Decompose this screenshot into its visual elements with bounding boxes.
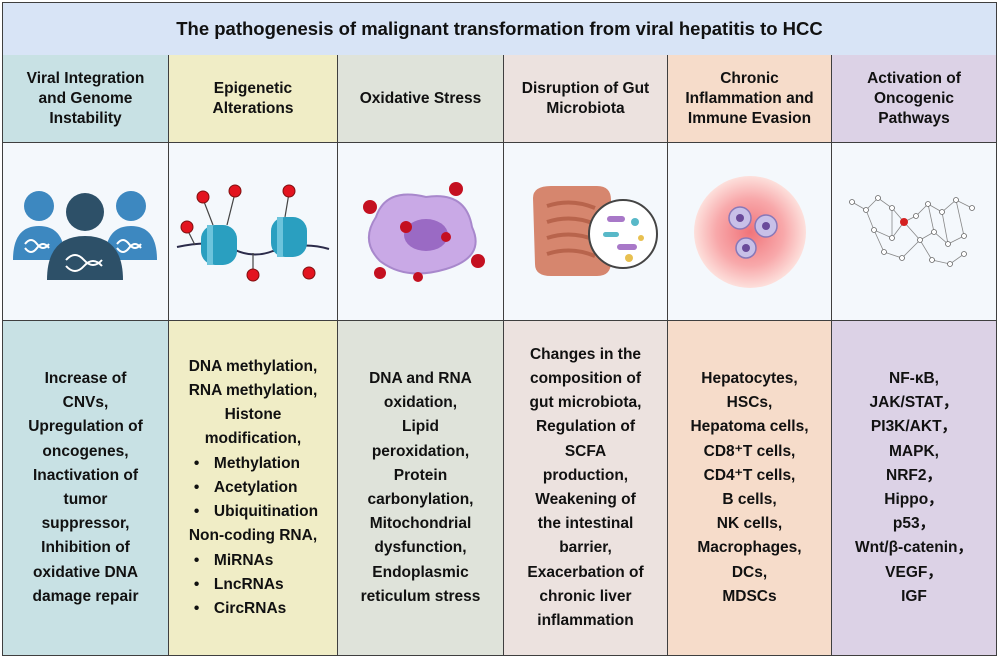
list-item: suppressor,: [41, 515, 130, 533]
list-item: Macrophages,: [697, 539, 802, 557]
list-item: DNA and RNA: [369, 369, 472, 387]
list-item: modification,: [204, 430, 302, 448]
list-item: CD4⁺T cells,: [703, 466, 796, 484]
people-dna-icon: [3, 143, 168, 321]
list-item: oxidation,: [383, 394, 458, 412]
list-item: Hepatoma cells,: [690, 418, 809, 436]
list-item: NK cells,: [716, 515, 783, 533]
list-item: Ubiquitination: [188, 500, 318, 524]
column-header: Oxidative Stress: [338, 55, 503, 143]
intestine-microbiota-icon: [504, 143, 667, 321]
list-item: barrier,: [559, 539, 612, 557]
column-inflammation: Chronic Inflammation and Immune Evasion: [668, 55, 832, 655]
list-item: VEGF，: [885, 563, 943, 581]
list-item: JAK/STAT，: [869, 394, 959, 412]
column-epigenetic: Epigenetic Alterations DN: [169, 55, 338, 655]
column-body: Hepatocytes, HSCs, Hepatoma cells, CD8⁺T ce…: [668, 321, 831, 655]
list-item: inflammation: [537, 612, 634, 630]
list-item: NRF2，: [886, 466, 942, 484]
list-item: Upregulation of: [28, 418, 143, 436]
list-item: PI3K/AKT，: [870, 418, 958, 436]
column-body: Increase of CNVs, Upregulation of oncogenes…: [3, 321, 168, 655]
list-item: HSCs,: [726, 394, 773, 412]
list-item: chronic liver: [539, 587, 632, 605]
list-item: peroxidation,: [371, 442, 470, 460]
column-body: DNA methylation, RNA methylation, Histone m…: [169, 321, 337, 655]
cell-ros-icon: [338, 143, 503, 321]
column-header: Viral Integration and Genome Instability: [3, 55, 168, 143]
list-item: Endoplasmic: [372, 563, 469, 581]
list-item: SCFA: [564, 442, 607, 460]
list-item: Mitochondrial: [369, 515, 472, 533]
list-item: MDSCs: [722, 587, 777, 605]
list-item: p53，: [892, 515, 936, 533]
column-header: Activation of Oncogenic Pathways: [832, 55, 996, 143]
list-item: B cells,: [722, 491, 777, 508]
list-item: Inhibition of: [41, 539, 130, 557]
list-item: composition of: [529, 369, 642, 387]
list-item: oncogenes,: [42, 442, 129, 460]
list-item: NF-κB,: [889, 369, 939, 387]
list-item: oxidative DNA: [32, 563, 139, 581]
list-item: the intestinal: [537, 515, 634, 533]
list-item: Inactivation of: [32, 466, 139, 484]
list-item: DCs,: [731, 563, 768, 581]
list-item: RNA methylation,: [188, 382, 318, 400]
column-header: Chronic Inflammation and Immune Evasion: [668, 55, 831, 143]
list-item: LncRNAs: [188, 573, 318, 597]
pathway-network-icon: [832, 143, 996, 321]
list-item: dysfunction,: [374, 539, 467, 557]
list-item: CD8⁺T cells,: [703, 442, 796, 460]
list-item: damage repair: [32, 587, 139, 605]
list-item: Increase of: [44, 369, 127, 387]
inflamed-cells-icon: [668, 143, 831, 321]
list-item: DNA methylation,: [188, 357, 318, 375]
column-header: Epigenetic Alterations: [169, 55, 337, 143]
list-item: Non-coding RNA,: [188, 527, 318, 545]
list-item: Wnt/β-catenin，: [855, 539, 973, 557]
column-gut-microbiota: Disruption of Gut Microbiota Changes in …: [504, 55, 668, 655]
list-item: IGF: [901, 587, 927, 605]
list-item: Acetylation: [188, 476, 318, 500]
column-header: Disruption of Gut Microbiota: [504, 55, 667, 143]
list-item: production,: [542, 466, 629, 484]
column-body: NF-κB, JAK/STAT， PI3K/AKT， MAPK, NRF2， Hippo，…: [832, 321, 996, 655]
list-item: Hepatocytes,: [701, 369, 798, 387]
list-item: Methylation: [188, 452, 318, 476]
column-oncogenic-pathways: Activation of Oncogenic Pathways: [832, 55, 996, 655]
list-item: Histone: [224, 406, 282, 424]
list-item: CircRNAs: [188, 597, 318, 621]
list-item: Lipid: [401, 418, 440, 436]
list-item: Exacerbation of: [527, 563, 644, 581]
list-item: Regulation of: [535, 418, 636, 436]
column-viral-integration: Viral Integration and Genome Instability: [3, 55, 169, 655]
list-item: reticulum stress: [360, 587, 481, 605]
list-item: Protein: [393, 466, 448, 484]
list-item: MAPK,: [889, 442, 939, 460]
nucleosome-methylation-icon: [169, 143, 337, 321]
list-item: MiRNAs: [188, 549, 318, 573]
list-item: carbonylation,: [367, 491, 474, 508]
list-item: tumor: [63, 491, 108, 508]
figure-title: The pathogenesis of malignant transforma…: [3, 3, 996, 56]
column-body: Changes in the composition of gut microbio…: [504, 321, 667, 655]
column-oxidative: Oxidative Stress DNA and RNA oxidation, Li…: [338, 55, 504, 655]
list-item: CNVs,: [62, 394, 109, 412]
list-item: Changes in the: [529, 345, 642, 363]
column-body: DNA and RNA oxidation, Lipid peroxidation, P…: [338, 321, 503, 655]
list-item: Weakening of: [535, 491, 636, 508]
list-item: gut microbiota,: [529, 394, 642, 412]
list-item: Hippo，: [884, 491, 944, 508]
